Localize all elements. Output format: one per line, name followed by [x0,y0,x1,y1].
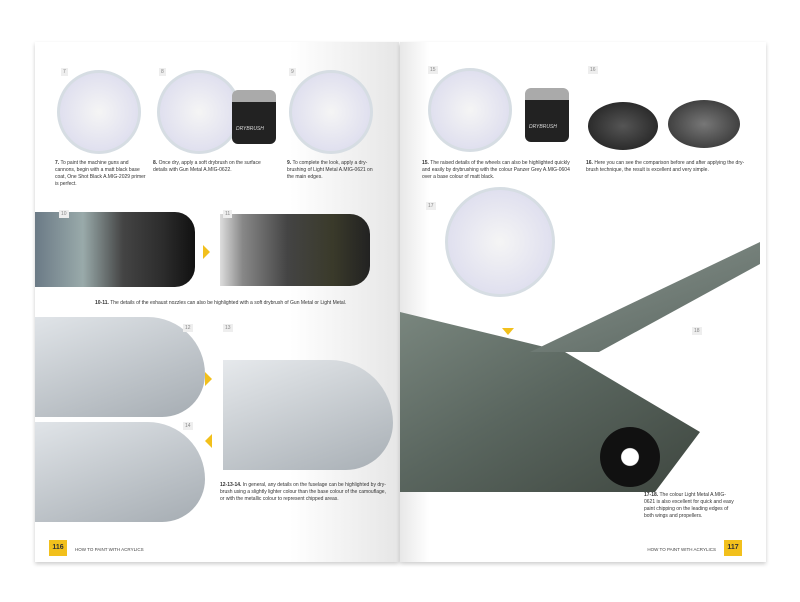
caption-7: 7. To paint the machine guns and cannons… [55,160,146,187]
photo-number: 17 [426,202,436,210]
paint-jar: DRYBRUSH [232,90,276,144]
photo-number: 14 [183,422,193,430]
page-number: 117 [724,540,742,556]
caption-15: 15. The raised details of the wheels can… [422,160,570,180]
photo-number: 11 [223,210,233,218]
photo-15-wheel [428,68,512,152]
photo-number: 16 [588,66,598,74]
photo-12-fuselage [35,317,205,417]
photo-7-machine-gun [57,70,141,154]
photo-number: 13 [223,324,233,332]
photo-10-exhaust [35,212,195,287]
arrow-left-icon [205,434,212,448]
photo-16-wheel-after [668,100,740,148]
page-number: 116 [49,540,67,556]
caption-16: 16. Here you can see the comparison befo… [586,160,745,173]
arrow-right-icon [205,372,212,386]
paint-jar: DRYBRUSH [525,88,569,142]
arrow-right-icon [203,245,210,259]
photo-16-wheel-before [588,102,658,150]
photo-8-drybrush [157,70,241,154]
aircraft-wing [530,242,760,352]
aircraft-spinner [600,427,660,487]
photo-13-fuselage [223,360,393,470]
right-page: DRYBRUSH 15 16 15. The raised details of… [400,42,766,562]
photo-number: 18 [692,327,702,335]
photo-number: 12 [183,324,193,332]
product-label: DRYBRUSH [236,126,264,132]
caption-9: 9. To complete the look, apply a dry-bru… [287,160,373,180]
photo-11-exhaust [220,214,370,286]
running-title: HOW TO PAINT WITH ACRYLICS [647,547,716,552]
photo-9-guns [289,70,373,154]
photo-number: 15 [428,66,438,74]
photo-number: 8 [159,68,166,76]
caption-12-13-14: 12-13-14. In general, any details on the… [220,482,386,502]
photo-number: 7 [61,68,68,76]
product-label: DRYBRUSH [529,124,557,130]
caption-17-18: 17-18. The colour Light Metal A.MIG-0621… [644,492,734,519]
left-page: DRYBRUSH 7 8 9 7. To paint the machine g… [35,42,399,562]
photo-number: 9 [289,68,296,76]
caption-10-11: 10-11. The details of the exhaust nozzle… [95,300,347,306]
photo-14-fuselage [35,422,205,522]
arrow-down-icon [502,328,514,341]
caption-8: 8. Once dry, apply a soft drybrush on th… [153,160,261,173]
running-title: HOW TO PAINT WITH ACRYLICS [75,547,144,552]
photo-17-propeller [445,187,555,297]
photo-number: 10 [59,210,69,218]
